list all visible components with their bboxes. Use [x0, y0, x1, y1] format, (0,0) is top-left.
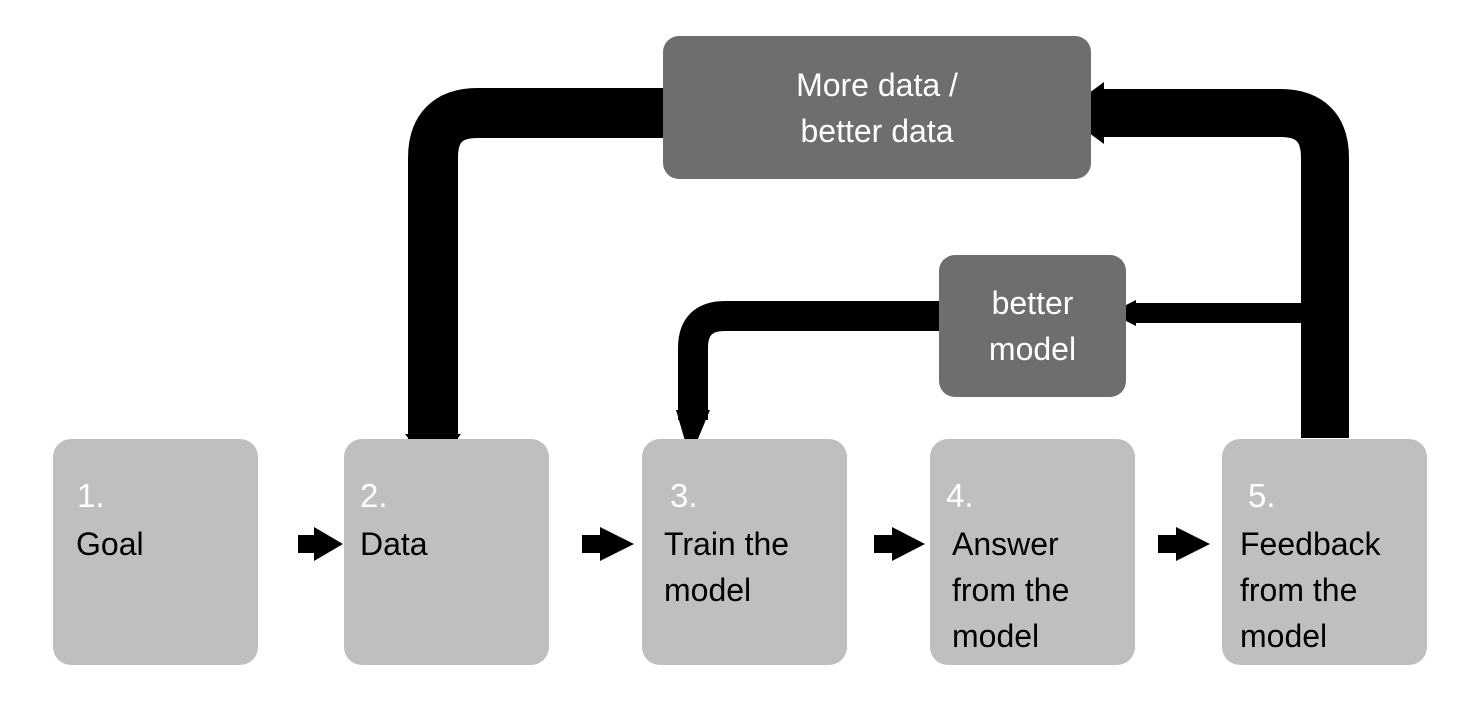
better-model-label: better model [988, 285, 1077, 367]
step-4-answer: 4. Answer from the model [930, 439, 1135, 665]
arrow-1-to-2 [298, 527, 343, 561]
step-label: Train the model [664, 526, 790, 608]
step-1-goal: 1. Goal [53, 439, 258, 665]
more-data-label: More data / better data [796, 66, 958, 149]
outer-loop-right-connector [1098, 89, 1349, 438]
step-3-train: 3. Train the model [642, 439, 847, 665]
better-model-box: better model [939, 255, 1126, 397]
step-number: 3. [670, 477, 698, 514]
step-number: 4. [946, 477, 974, 514]
step-label: Answer from the model [952, 526, 1070, 654]
step-label: Goal [76, 526, 144, 562]
inner-loop-left-connector [678, 301, 940, 420]
step-number: 1. [77, 477, 105, 514]
step-5-feedback: 5. Feedback from the model [1222, 439, 1427, 665]
outer-loop-left-connector [408, 88, 663, 440]
step-2-data: 2. Data [344, 439, 549, 665]
step-label: Data [360, 526, 428, 562]
arrow-2-to-3 [582, 527, 634, 561]
more-data-box: More data / better data [663, 36, 1091, 179]
arrow-3-to-4 [874, 527, 925, 561]
arrow-4-to-5 [1158, 527, 1210, 561]
step-number: 5. [1248, 477, 1276, 514]
inner-loop-down-arrowhead [676, 410, 710, 458]
step-number: 2. [360, 477, 388, 514]
step-label: Feedback from the model [1240, 526, 1381, 654]
